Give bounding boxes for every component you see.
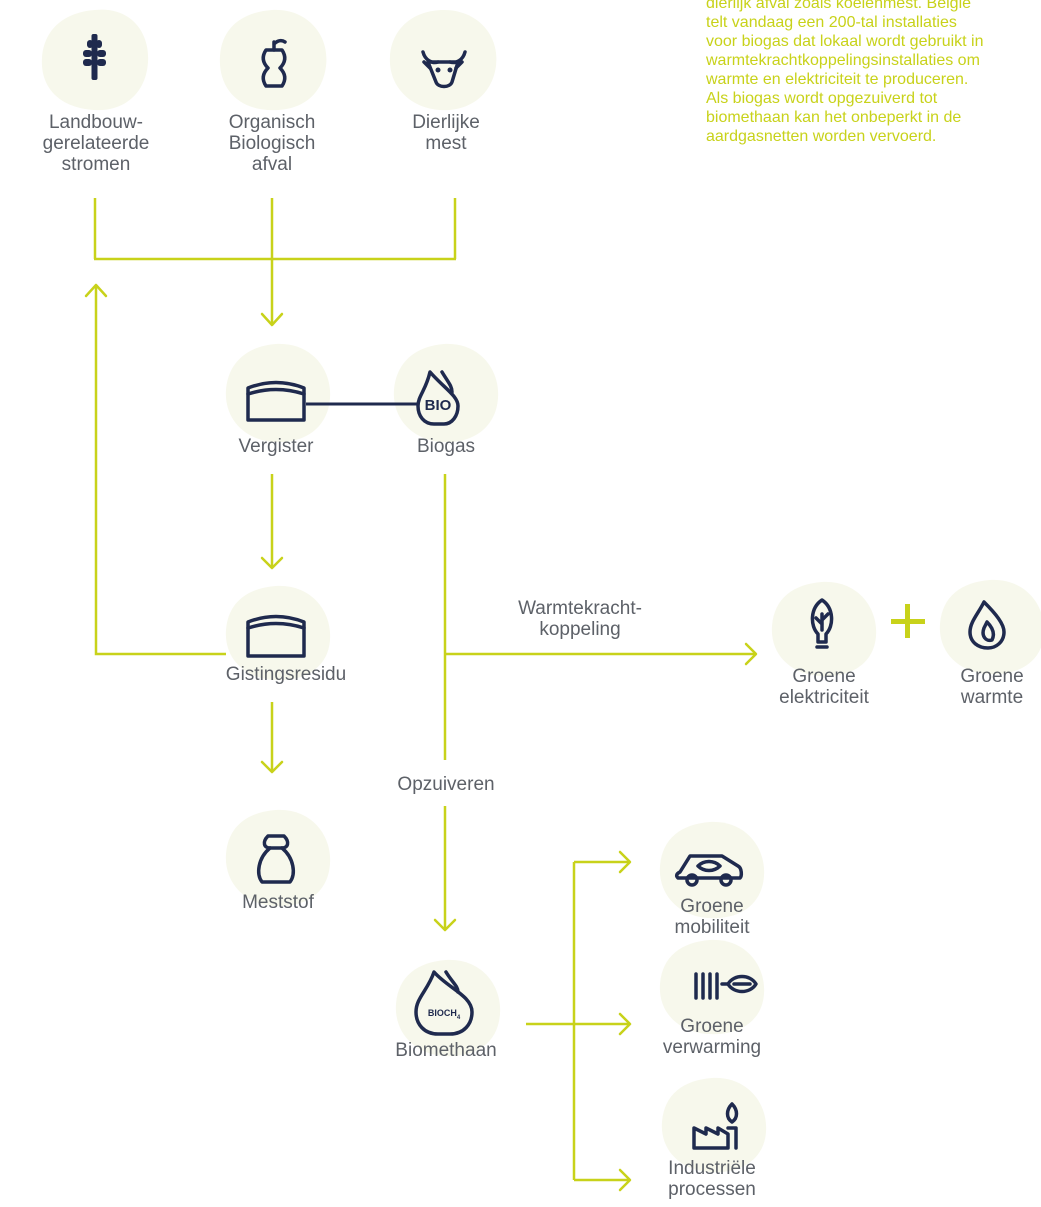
label-meststof: Meststof [242, 892, 314, 913]
blob-biogas [393, 343, 499, 443]
flow-lines [84, 198, 758, 1192]
label-mest: Dierlijke mest [412, 112, 480, 154]
arrow-to-biomethaan [433, 918, 457, 932]
arrow-to-wkk [744, 642, 758, 666]
label-groene-warmte: Groene warmte [960, 666, 1024, 708]
blob-elektriciteit [771, 581, 877, 677]
bioch4-icon-subscript: 4 [457, 1015, 461, 1021]
biomethane-drop-icon [414, 970, 474, 1036]
radiator-leaf-icon [694, 972, 758, 1000]
label-groene-verwarming: Groene verwarming [662, 1016, 762, 1058]
eco-flame-icon [968, 600, 1006, 650]
biogas-drop-icon [416, 370, 460, 426]
label-gistingsresidu: Gistingsresidu [225, 664, 347, 685]
label-warmtekrachtkoppeling: Warmtekracht- koppeling [518, 598, 642, 640]
arrow-to-vergister [260, 312, 284, 327]
blob-mest [389, 10, 497, 111]
label-vergister: Vergister [238, 436, 314, 457]
blob-biomethaan [395, 959, 501, 1057]
arrow-to-residu [260, 556, 284, 570]
arrow-to-verwarming [618, 1012, 632, 1036]
blob-vergister [225, 343, 331, 443]
line-recycle [94, 285, 226, 656]
label-biogas: Biogas [416, 436, 476, 457]
bioch4-icon-text: BIOCH [428, 1008, 457, 1018]
arrow-to-mobiliteit [618, 850, 632, 874]
blob-industrie [661, 1077, 767, 1173]
blob-organisch [219, 9, 327, 111]
fertilizer-bag-icon [256, 834, 296, 884]
blob-meststof [225, 809, 331, 907]
blob-verwarming [659, 939, 765, 1035]
plus-icon [887, 600, 929, 642]
arrow-to-meststof [260, 760, 284, 774]
node-backgrounds [41, 9, 1041, 1173]
arrow-to-industrie [618, 1168, 632, 1192]
bioch4-icon-label: BIOCH4 [428, 1008, 461, 1021]
label-groene-mobiliteit: Groene mobiliteit [674, 896, 750, 938]
apple-core-icon [261, 38, 287, 88]
bio-icon-label: BIO [425, 397, 452, 414]
cow-icon [421, 50, 467, 89]
eco-car-icon [674, 854, 744, 887]
label-industriele-processen: Industriële processen [668, 1158, 756, 1200]
wheat-icon [83, 34, 106, 80]
arrow-recycle-up [84, 283, 108, 298]
digester-tank-icon [246, 380, 306, 422]
label-organisch: Organisch Biologisch afval [228, 112, 316, 175]
intro-text: dierlijk afval zoals koeienmest. België … [706, 0, 984, 145]
eco-lightbulb-icon [810, 598, 834, 649]
label-opzuiveren: Opzuiveren [397, 774, 495, 795]
label-biomethaan: Biomethaan [395, 1040, 497, 1061]
label-landbouw: Landbouw- gerelateerde stromen [42, 112, 150, 175]
label-groene-elektriciteit: Groene elektriciteit [779, 666, 869, 708]
factory-icon [692, 1102, 739, 1150]
residue-tank-icon [246, 614, 306, 658]
